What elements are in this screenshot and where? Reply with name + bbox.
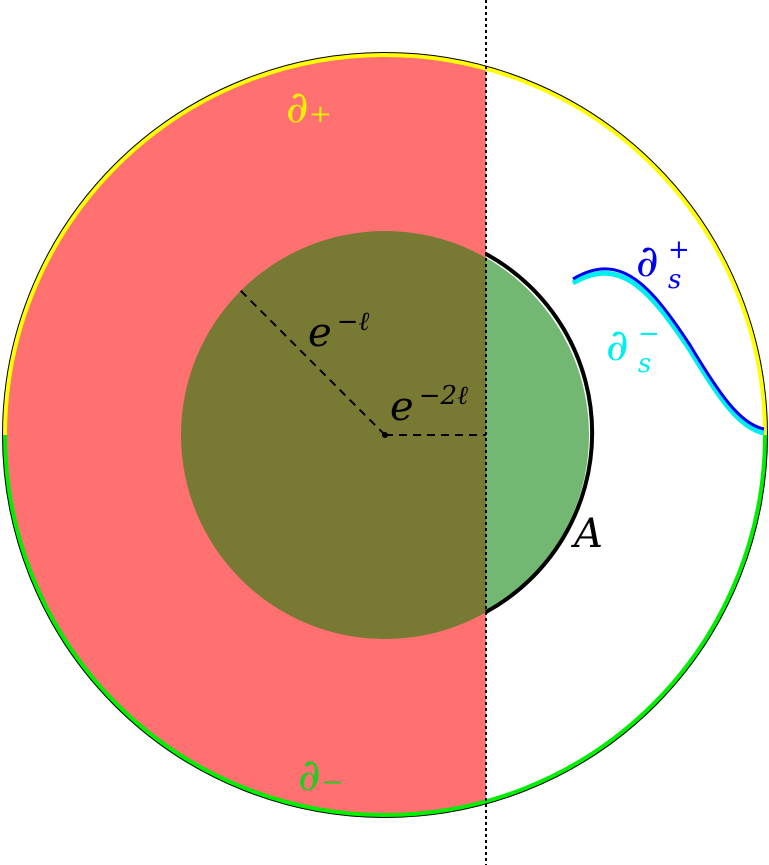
label-region-a: A xyxy=(570,511,603,557)
label-partial-plus: ∂₊ xyxy=(286,82,332,133)
label-radius-inner-base: e xyxy=(390,384,414,430)
label-partial-s-minus: ∂ − s xyxy=(606,319,665,379)
inner-disk-overlap xyxy=(181,231,486,639)
curve-s-plus xyxy=(572,267,765,431)
label-partial-minus: ∂₋ xyxy=(298,750,344,801)
label-partial-s-minus-sub: s xyxy=(638,349,651,379)
label-partial-s-plus-sup: + xyxy=(668,235,690,265)
label-radius-inner-exp: −2ℓ xyxy=(419,381,468,411)
label-partial-s-plus-base: ∂ xyxy=(636,236,659,287)
curve-s-minus xyxy=(571,270,765,436)
boundary-plus-arc xyxy=(3,53,767,436)
region-a-arc xyxy=(485,252,595,614)
label-partial-s-plus: ∂ + s xyxy=(636,235,695,295)
radius-outer-line xyxy=(239,289,386,436)
inner-disk-right xyxy=(486,257,589,613)
label-radius-outer-exp: −ℓ xyxy=(337,307,370,337)
label-radius-outer-base: e xyxy=(308,310,332,356)
label-partial-s-minus-base: ∂ xyxy=(606,320,629,371)
boundary-minus-arc xyxy=(3,434,767,817)
label-radius-inner: e −2ℓ xyxy=(390,381,468,430)
label-partial-s-plus-sub: s xyxy=(668,265,681,295)
center-dot xyxy=(382,432,388,438)
label-radius-outer: e −ℓ xyxy=(308,307,370,356)
label-partial-s-minus-sup: − xyxy=(638,319,660,349)
